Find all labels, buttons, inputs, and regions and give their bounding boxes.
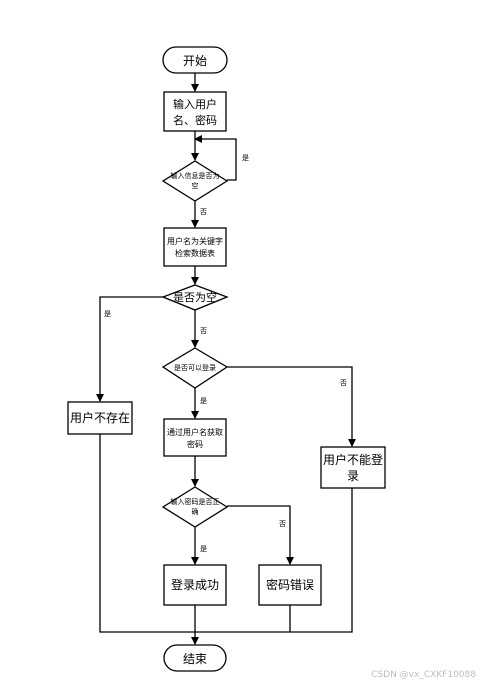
connectors <box>96 73 356 645</box>
user-not-exist-box: 用户不存在 <box>67 401 133 435</box>
start-label: 开始 <box>183 54 207 68</box>
get-password-line1: 通过用户名获取 <box>167 427 223 437</box>
search-box: 用户名为关键字 检索数据表 <box>163 227 227 267</box>
cannot-login-line2: 录 <box>347 469 359 483</box>
can-login-decision: 是否可以登录 <box>161 347 229 389</box>
check-empty-line1: 输入信息是否为 <box>171 171 220 180</box>
edge-canlogin-cannot <box>227 366 356 447</box>
search-label-line1: 用户名为关键字 <box>167 236 223 246</box>
input-label-line2: 名、密码 <box>173 113 217 127</box>
password-correct-line1: 输入密码是否正 <box>171 497 220 506</box>
input-box: 输入用户 名、密码 <box>163 91 227 132</box>
edge-pwdok-error <box>227 505 294 565</box>
label-no-can-login: 否 <box>340 379 347 387</box>
get-password-box: 通过用户名获取 密码 <box>163 418 227 457</box>
cannot-login-box: 用户不能登 录 <box>320 446 386 489</box>
edge-isempty-notexist <box>96 296 164 402</box>
can-login-label: 是否可以登录 <box>174 363 216 372</box>
password-correct-decision: 输入密码是否正 确 <box>161 486 229 528</box>
end-terminal: 结束 <box>163 644 227 672</box>
label-yes-empty: 是 <box>104 310 111 318</box>
watermark: CSDN @vx_CXKF10088 <box>371 670 476 680</box>
is-empty-decision: 是否为空 <box>161 284 229 311</box>
input-label-line1: 输入用户 <box>173 97 217 111</box>
label-yes-can-login: 是 <box>200 397 207 405</box>
search-label-line2: 检索数据表 <box>175 248 215 258</box>
label-yes-pwd: 是 <box>200 545 207 553</box>
password-correct-line2: 确 <box>192 507 199 516</box>
edge-bottom-merge <box>99 434 353 633</box>
cannot-login-line1: 用户不能登 <box>323 452 383 467</box>
label-no-empty: 否 <box>200 327 207 335</box>
password-error-label: 密码错误 <box>266 577 314 592</box>
check-empty-decision: 输入信息是否为 空 <box>161 160 229 202</box>
is-empty-label: 是否为空 <box>173 290 217 304</box>
label-yes-loop: 是 <box>242 154 249 162</box>
start-terminal: 开始 <box>162 46 228 74</box>
edge-labels: 是 否 是 否 否 是 否 是 <box>104 154 347 553</box>
get-password-line2: 密码 <box>187 439 203 449</box>
label-no-after-check: 否 <box>200 208 207 216</box>
label-no-pwd: 否 <box>279 520 286 528</box>
login-success-box: 登录成功 <box>163 564 227 606</box>
user-not-exist-label: 用户不存在 <box>70 410 130 425</box>
edge-check-loop <box>194 135 237 181</box>
end-label: 结束 <box>183 652 207 666</box>
password-error-box: 密码错误 <box>258 564 322 606</box>
login-success-label: 登录成功 <box>171 577 219 592</box>
check-empty-line2: 空 <box>192 181 199 190</box>
